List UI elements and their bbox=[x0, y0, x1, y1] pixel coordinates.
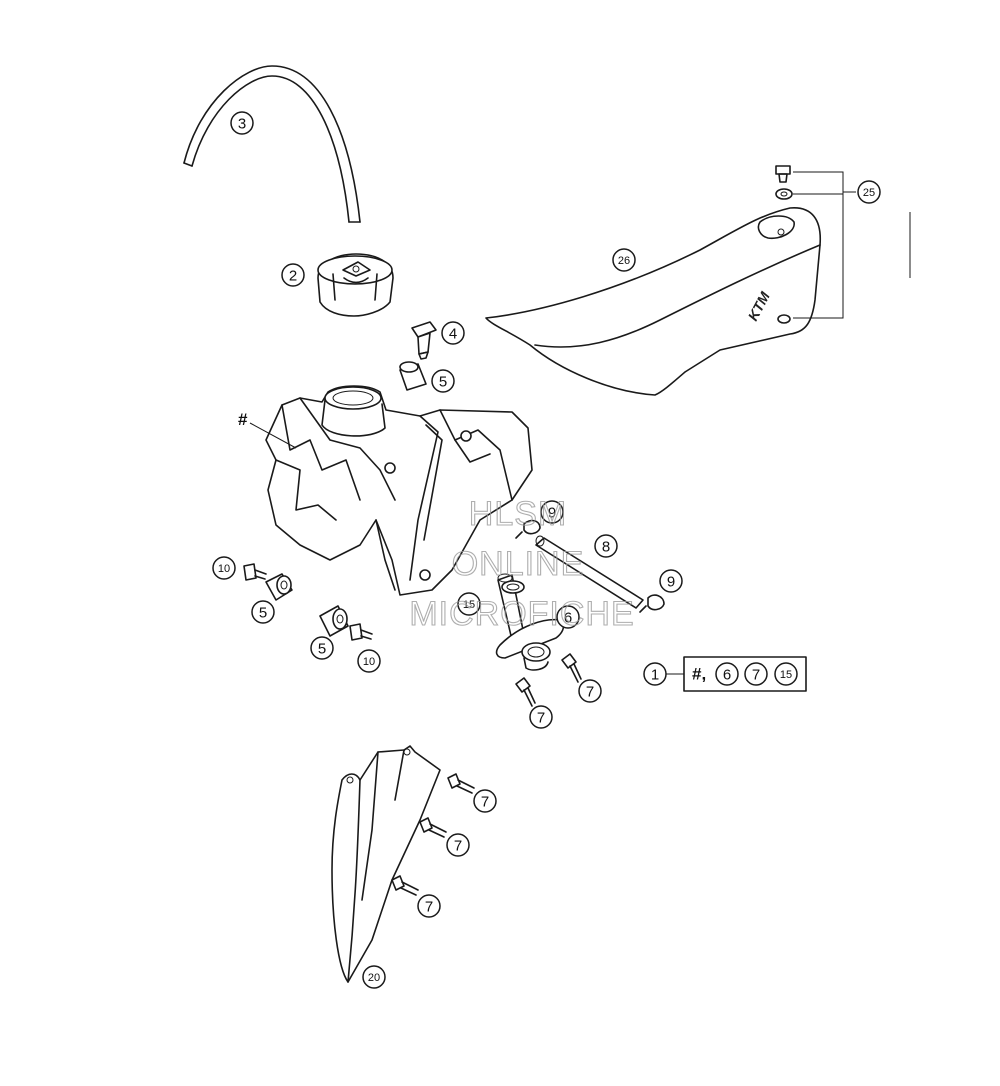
leader-25 bbox=[793, 171, 856, 319]
callout-7-tap-right: 7 bbox=[578, 679, 602, 703]
mount-bolt-left-lower bbox=[349, 623, 373, 641]
tank-marker: # bbox=[238, 410, 297, 449]
callout-5-bottom: 5 bbox=[310, 636, 334, 660]
spoiler-screw-middle bbox=[419, 817, 447, 838]
callout-20: 20 bbox=[362, 965, 386, 989]
callout-5-top-label: 5 bbox=[439, 374, 447, 391]
callout-5-left: 5 bbox=[251, 600, 275, 624]
tap-screw-right bbox=[561, 653, 582, 683]
callout-25: 25 bbox=[857, 180, 881, 204]
callout-7-spoiler-middle-label: 7 bbox=[454, 838, 462, 855]
callout-20-label: 20 bbox=[368, 972, 380, 984]
kit-prefix: #, bbox=[692, 665, 706, 684]
callout-10-lower-label: 10 bbox=[363, 656, 375, 668]
watermark: HLSM ONLINE MICROFICHE bbox=[409, 494, 634, 633]
callout-26-label: 26 bbox=[618, 255, 630, 267]
tank-marker-label: # bbox=[238, 410, 248, 429]
callout-5-top: 5 bbox=[431, 369, 455, 393]
fuel-cap bbox=[317, 253, 394, 317]
seat-bolt bbox=[775, 165, 793, 200]
watermark-line-3: MICROFICHE bbox=[409, 595, 634, 633]
callout-5-left-label: 5 bbox=[259, 605, 267, 622]
kit-item-15: 15 bbox=[780, 669, 792, 681]
callout-8-label: 8 bbox=[602, 539, 610, 556]
watermark-line-1: HLSM bbox=[469, 495, 567, 533]
kit-item-7: 7 bbox=[752, 667, 760, 684]
callout-3-label: 3 bbox=[238, 116, 246, 133]
callout-10-upper-label: 10 bbox=[218, 563, 230, 575]
callout-1: 1 bbox=[643, 662, 667, 686]
watermark-line-2: ONLINE bbox=[452, 545, 585, 583]
callout-7-spoiler-top-label: 7 bbox=[481, 794, 489, 811]
callout-2: 2 bbox=[281, 263, 305, 287]
callout-7-spoiler-bottom: 7 bbox=[417, 894, 441, 918]
callout-1-label: 1 bbox=[651, 667, 659, 684]
fuel-hose bbox=[535, 535, 644, 609]
callout-6-label: 6 bbox=[564, 610, 572, 627]
callout-2-label: 2 bbox=[289, 268, 297, 285]
callout-4-label: 4 bbox=[449, 326, 457, 343]
callout-7-tap-left-label: 7 bbox=[537, 710, 545, 727]
callout-10-upper: 10 bbox=[212, 556, 236, 580]
fuel-tank bbox=[265, 385, 533, 596]
callout-9-upper-label: 9 bbox=[548, 505, 556, 522]
callout-9-lower: 9 bbox=[659, 569, 683, 593]
tank-spoiler bbox=[331, 745, 441, 983]
callout-15: 15 bbox=[457, 592, 481, 616]
breather-hose bbox=[183, 65, 361, 223]
tap-screw-left bbox=[515, 677, 536, 707]
bushing-top bbox=[399, 361, 427, 391]
seat: KTM bbox=[485, 207, 822, 396]
callout-9-upper: 9 bbox=[540, 500, 564, 524]
hose-clamp-upper bbox=[515, 519, 541, 539]
spoiler-screw-top bbox=[447, 773, 475, 794]
kit-reference: #, 6 7 15 bbox=[666, 656, 807, 692]
mount-bolt-left-upper bbox=[243, 563, 267, 581]
callout-3: 3 bbox=[230, 111, 254, 135]
callout-15-label: 15 bbox=[463, 599, 475, 611]
callout-25-label: 25 bbox=[863, 187, 875, 199]
callout-7-tap-right-label: 7 bbox=[586, 684, 594, 701]
callout-6: 6 bbox=[556, 605, 580, 629]
callout-7-spoiler-middle: 7 bbox=[446, 833, 470, 857]
callout-7-spoiler-bottom-label: 7 bbox=[425, 899, 433, 916]
callout-8: 8 bbox=[594, 534, 618, 558]
bushing-left-upper bbox=[265, 573, 293, 601]
o-ring bbox=[501, 580, 525, 594]
spoiler-screw-bottom bbox=[391, 875, 419, 896]
hose-clamp-lower bbox=[639, 594, 665, 613]
callout-9-lower-label: 9 bbox=[667, 574, 675, 591]
callout-26: 26 bbox=[612, 248, 636, 272]
bolt bbox=[411, 321, 437, 360]
callout-4: 4 bbox=[441, 321, 465, 345]
callout-7-spoiler-top: 7 bbox=[473, 789, 497, 813]
callout-7-tap-left: 7 bbox=[529, 705, 553, 729]
kit-item-6: 6 bbox=[723, 667, 731, 684]
bushing-left-lower bbox=[319, 605, 349, 637]
callout-10-lower: 10 bbox=[357, 649, 381, 673]
callout-5-bottom-label: 5 bbox=[318, 641, 326, 658]
